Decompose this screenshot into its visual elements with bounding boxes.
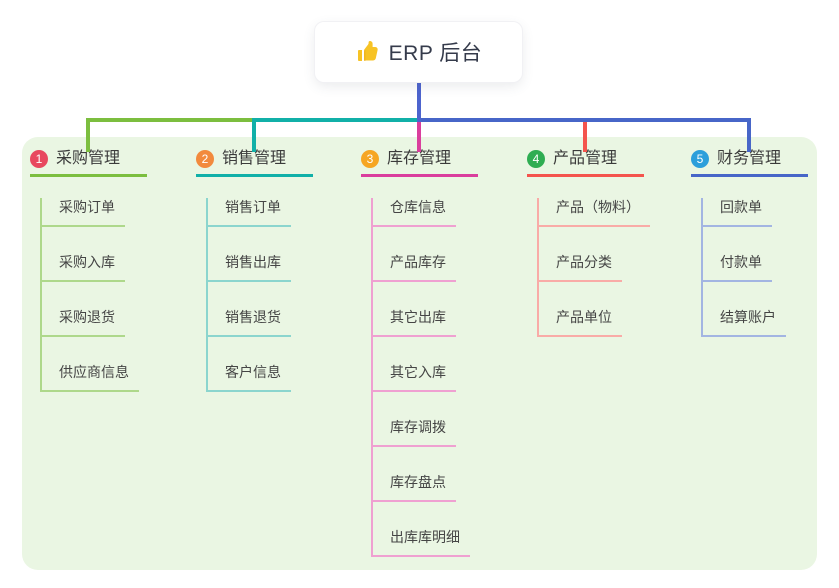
child-node[interactable]: 回款单 — [703, 198, 772, 227]
child-label: 供应商信息 — [59, 364, 129, 380]
child-label: 仓库信息 — [390, 199, 446, 215]
child-label: 产品（物料） — [556, 199, 640, 215]
branch-label: 采购管理 — [56, 150, 121, 167]
branch-2-horizontal-line — [252, 118, 421, 122]
child-node[interactable]: 结算账户 — [703, 308, 786, 337]
branch-header-4[interactable]: 4 产品管理 — [527, 149, 644, 177]
child-node[interactable]: 供应商信息 — [42, 363, 139, 392]
branch-label: 库存管理 — [387, 150, 452, 167]
child-label: 库存盘点 — [390, 474, 446, 490]
root-vertical-line — [417, 82, 421, 122]
branch-5-stub-line — [747, 118, 751, 152]
child-label: 产品单位 — [556, 309, 612, 325]
child-node[interactable]: 采购退货 — [42, 308, 125, 337]
child-node[interactable]: 仓库信息 — [373, 198, 456, 227]
branch-header-2[interactable]: 2 销售管理 — [196, 149, 313, 177]
branch-number-badge: 5 — [691, 149, 709, 168]
child-label: 客户信息 — [225, 364, 281, 380]
branch-4: 4 产品管理产品（物料） 产品分类产品单位 — [527, 149, 650, 337]
branch-label: 财务管理 — [717, 150, 782, 167]
branch-number-badge: 4 — [527, 149, 545, 168]
child-node[interactable]: 销售出库 — [208, 253, 291, 282]
child-label: 回款单 — [720, 199, 762, 215]
child-label: 库存调拨 — [390, 419, 446, 435]
child-node[interactable]: 产品单位 — [539, 308, 622, 337]
branch-2-stub-line — [252, 118, 256, 152]
branch-children: 产品（物料） 产品分类产品单位 — [537, 198, 650, 337]
child-node[interactable]: 出库库明细 — [373, 528, 470, 557]
child-node[interactable]: 产品（物料） — [539, 198, 650, 227]
branch-1: 1 采购管理采购订单采购入库采购退货供应商信息 — [30, 149, 147, 392]
branch-5-horizontal-line — [417, 118, 751, 122]
branch-3: 3 库存管理仓库信息产品库存其它出库其它入库库存调拨库存盘点出库库明细 — [361, 149, 478, 557]
child-label: 采购入库 — [59, 254, 115, 270]
child-node[interactable]: 付款单 — [703, 253, 772, 282]
branch-children: 销售订单销售出库销售退货客户信息 — [206, 198, 313, 392]
child-label: 结算账户 — [720, 309, 776, 325]
child-node[interactable]: 销售退货 — [208, 308, 291, 337]
child-label: 产品分类 — [556, 254, 612, 270]
child-label: 出库库明细 — [390, 529, 460, 545]
child-label: 销售订单 — [225, 199, 281, 215]
child-node[interactable]: 产品分类 — [539, 253, 622, 282]
branch-2: 2 销售管理销售订单销售出库销售退货客户信息 — [196, 149, 313, 392]
child-node[interactable]: 产品库存 — [373, 253, 456, 282]
child-label: 其它入库 — [390, 364, 446, 380]
child-node[interactable]: 库存调拨 — [373, 418, 456, 447]
child-label: 销售退货 — [225, 309, 281, 325]
child-node[interactable]: 库存盘点 — [373, 473, 456, 502]
child-label: 付款单 — [720, 254, 762, 270]
root-label: ERP 后台 — [388, 42, 483, 65]
thumbs-up-icon — [357, 41, 378, 61]
branch-number-badge: 3 — [361, 149, 379, 168]
child-node[interactable]: 采购订单 — [42, 198, 125, 227]
branch-children: 仓库信息产品库存其它出库其它入库库存调拨库存盘点出库库明细 — [371, 198, 478, 557]
child-node[interactable]: 其它入库 — [373, 363, 456, 392]
branch-number-badge: 2 — [196, 149, 214, 168]
branch-3-stub-line — [417, 118, 421, 152]
child-label: 采购订单 — [59, 199, 115, 215]
child-label: 采购退货 — [59, 309, 115, 325]
child-label: 销售出库 — [225, 254, 281, 270]
root-node[interactable]: ERP 后台 — [315, 22, 522, 82]
child-node[interactable]: 其它出库 — [373, 308, 456, 337]
branches-panel: 1 采购管理采购订单采购入库采购退货供应商信息 2 销售管理销售订单销售出库销售退货客… — [22, 137, 817, 570]
child-label: 产品库存 — [390, 254, 446, 270]
branch-5: 5 财务管理回款单付款单结算账户 — [691, 149, 808, 337]
child-node[interactable]: 销售订单 — [208, 198, 291, 227]
child-label: 其它出库 — [390, 309, 446, 325]
branch-header-5[interactable]: 5 财务管理 — [691, 149, 808, 177]
branch-header-3[interactable]: 3 库存管理 — [361, 149, 478, 177]
child-node[interactable]: 采购入库 — [42, 253, 125, 282]
branch-label: 产品管理 — [553, 150, 618, 167]
branch-header-1[interactable]: 1 采购管理 — [30, 149, 147, 177]
branch-4-stub-line — [583, 118, 587, 152]
branch-children: 采购订单采购入库采购退货供应商信息 — [40, 198, 147, 392]
branch-label: 销售管理 — [222, 150, 287, 167]
branch-children: 回款单付款单结算账户 — [701, 198, 808, 337]
branch-number-badge: 1 — [30, 149, 48, 168]
branch-1-horizontal-line — [86, 118, 256, 122]
branch-1-stub-line — [86, 118, 90, 152]
child-node[interactable]: 客户信息 — [208, 363, 291, 392]
